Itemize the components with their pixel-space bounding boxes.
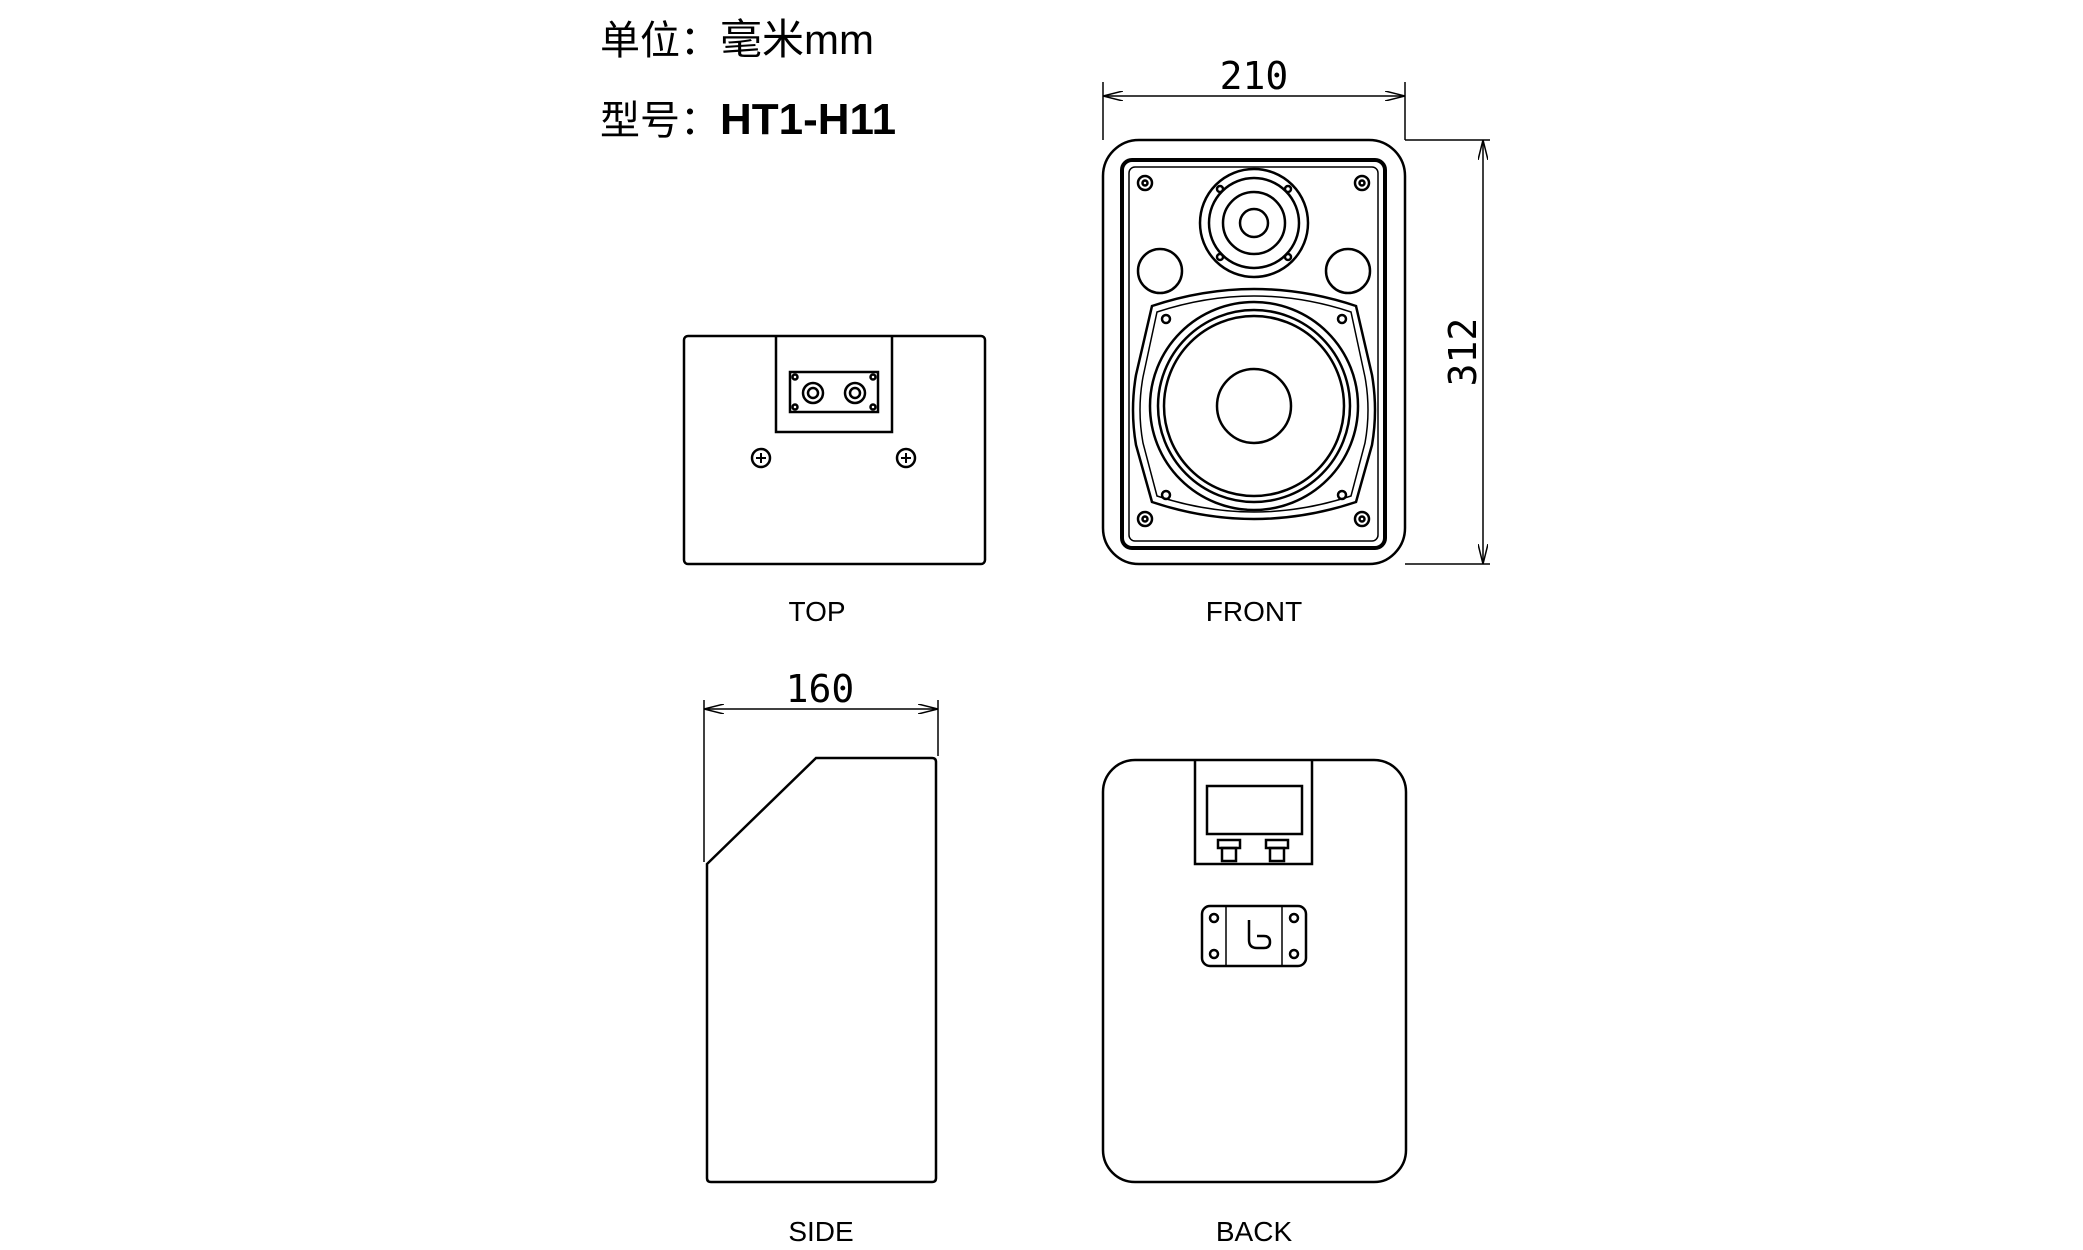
back-terminal-recess (1193, 760, 1314, 866)
depth-dimension-label: 160 (786, 667, 855, 711)
front-cabinet (1101, 138, 1407, 566)
view-label-top: TOP (788, 596, 846, 627)
unit-label: 单位： (600, 18, 720, 64)
back-cabinet (1101, 758, 1408, 1184)
front-corner-screws (1136, 174, 1371, 528)
side-depth-dimension (703, 700, 939, 862)
top-binding-posts (791, 373, 877, 411)
back-terminal-posts (1216, 838, 1290, 863)
tweeter (1198, 167, 1310, 279)
top-view (682, 334, 987, 566)
front-view (1101, 82, 1490, 566)
back-terminal-window (1205, 784, 1304, 836)
woofer-frame-inner (1139, 295, 1369, 513)
unit-value: 毫米mm (720, 16, 874, 63)
view-label-back: BACK (1215, 1216, 1293, 1247)
front-height-dimension (1405, 139, 1490, 565)
front-width-dimension (1102, 82, 1406, 140)
view-label-side: SIDE (788, 1216, 854, 1247)
model-label: 型号： (600, 98, 720, 144)
width-dimension-label: 210 (1220, 54, 1289, 98)
front-baffle (1120, 158, 1387, 550)
bass-ports (1136, 247, 1372, 295)
side-profile (705, 756, 938, 1184)
front-baffle-inner (1128, 166, 1379, 542)
back-view (1101, 758, 1408, 1184)
woofer (1131, 287, 1377, 521)
woofer-frame (1131, 287, 1377, 521)
unit-line: 单位：毫米mm (600, 6, 874, 67)
model-line: 型号：HT1-H11 (600, 88, 896, 146)
model-value: HT1-H11 (720, 95, 897, 144)
view-label-front: FRONT (1205, 596, 1303, 627)
side-view (703, 700, 939, 1184)
top-terminal-recess (774, 336, 894, 434)
top-terminal-plate (788, 370, 880, 414)
height-dimension-label: 312 (1441, 318, 1485, 387)
keyhole-slot-icon (1247, 920, 1272, 950)
top-body (682, 334, 987, 566)
top-screws (750, 447, 917, 469)
wall-mount-bracket (1200, 904, 1308, 968)
